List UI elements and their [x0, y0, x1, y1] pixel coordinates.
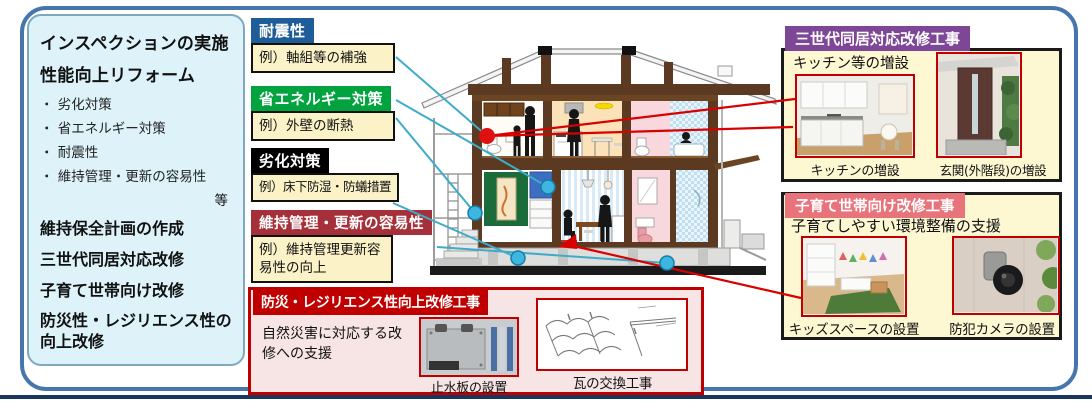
item-three-generation: 三世代同居対応改修: [40, 249, 185, 269]
item-maintenance-plan: 維持保全計画の作成: [40, 219, 185, 238]
kosodate-box-title: 子育て世帯向け改修工事: [785, 193, 965, 218]
feature-deterioration: 劣化対策 例）床下防湿・防蟻措置: [251, 148, 400, 202]
feature-seismic: 耐震性 例）軸組等の補強: [251, 18, 395, 74]
right-exterior: [714, 100, 767, 261]
floor-band: [472, 158, 718, 170]
deterioration-example: 例）床下防湿・防蟻措置: [251, 173, 400, 202]
security-camera-caption: 防犯カメラの設置: [949, 322, 1055, 338]
bullet-energy: 省エネルギー対策: [40, 117, 232, 137]
etc-label: 等: [214, 193, 229, 209]
heading-performance: 性能向上リフォーム: [40, 66, 196, 86]
seismic-tab: 耐震性: [251, 18, 314, 43]
feature-maintenance: 維持管理・更新の容易性 例）維持管理更新容易性の向上: [251, 210, 432, 284]
bottom-border-rule: [0, 395, 1092, 399]
performance-bullet-list: 劣化対策 省エネルギー対策 耐震性 維持管理・更新の容易性: [40, 93, 232, 185]
feature-energy: 省エネルギー対策 例）外壁の断熱: [251, 86, 395, 142]
maintenance-example: 例）維持管理更新容易性の向上: [251, 235, 393, 284]
energy-tab: 省エネルギー対策: [251, 86, 392, 111]
item-child-rearing: 子育て世帯向け改修: [40, 280, 185, 300]
energy-example: 例）外壁の断熱: [251, 111, 395, 142]
kids-space-caption: キッズスペースの設置: [788, 322, 920, 338]
roof-tile-caption: 瓦の交換工事: [572, 376, 653, 392]
flood-barrier-photo: [419, 317, 519, 377]
second-floor: [472, 95, 718, 159]
bousai-box-description: 自然災害に対応する改修への支援: [262, 326, 402, 363]
kids-space-photo: [801, 236, 907, 317]
floor-band-top: [472, 156, 718, 158]
flood-barrier-caption: 止水板の設置: [430, 381, 508, 396]
bullet-maintenance: 維持管理・更新の容易性: [40, 165, 232, 185]
entrance-door-photo: [936, 52, 1022, 158]
sansedai-subtitle: キッチン等の増設: [793, 56, 909, 72]
kitchen-caption: キッチンの増設: [810, 164, 900, 179]
item-resilience: 防災性・レジリエンス性の向上改修: [40, 311, 232, 352]
bullet-deterioration: 劣化対策: [40, 93, 232, 113]
bousai-box-title: 防災・レジリエンス性向上改修工事: [253, 289, 488, 315]
house-cross-section-illustration: [421, 46, 777, 275]
roof-tile-diagram: [536, 298, 688, 371]
kitchen-photo: [795, 74, 915, 158]
maintenance-tab: 維持管理・更新の容易性: [251, 210, 432, 235]
bullet-seismic: 耐震性: [40, 141, 232, 161]
deterioration-tab: 劣化対策: [251, 148, 330, 173]
entrance-caption: 玄関(外階段)の増設: [939, 163, 1047, 178]
kosodate-subtitle: 子育てしやすい環境整備の支援: [791, 217, 1001, 235]
security-camera-photo: [952, 236, 1060, 315]
heading-inspection: インスペクションの実施: [40, 34, 229, 54]
seismic-example: 例）軸組等の補強: [251, 43, 395, 74]
sansedai-box-title: 三世代同居対応改修工事: [785, 26, 971, 51]
left-panel: インスペクションの実施 性能向上リフォーム 劣化対策 省エネルギー対策 耐震性 …: [27, 14, 245, 366]
